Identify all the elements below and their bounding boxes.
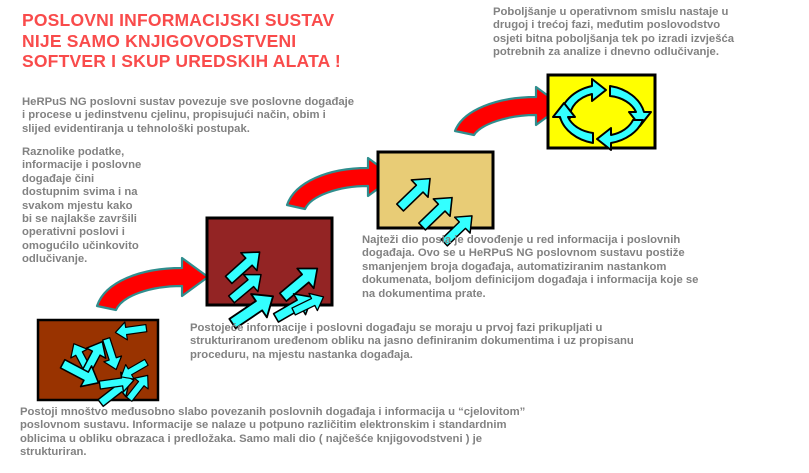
paragraph-lower-middle: Postojeće informacije i poslovni događaj…	[190, 322, 634, 361]
chaotic-arrows-box	[36, 318, 160, 413]
paragraph-left-column: Raznolike podatke, informacije i poslovn…	[22, 146, 142, 266]
flow-arrow-3	[453, 85, 564, 137]
page-title: POSLOVNI INFORMACIJSKI SUSTAV NIJE SAMO …	[22, 10, 341, 71]
paragraph-top-right: Poboljšanje u operativnom smislu nastaje…	[493, 6, 735, 59]
paragraph-intro: HeRPuS NG poslovni sustav povezuje sve p…	[22, 96, 355, 135]
cycle-arrows-box	[546, 73, 657, 151]
flow-arrow-2	[285, 156, 396, 211]
paragraph-middle-right: Najteži dio posla je dovođenje u red inf…	[362, 234, 699, 300]
paragraph-bottom: Postoji mnoštvo međusobno slabo povezani…	[20, 406, 526, 459]
structured-arrows-box	[205, 216, 334, 337]
